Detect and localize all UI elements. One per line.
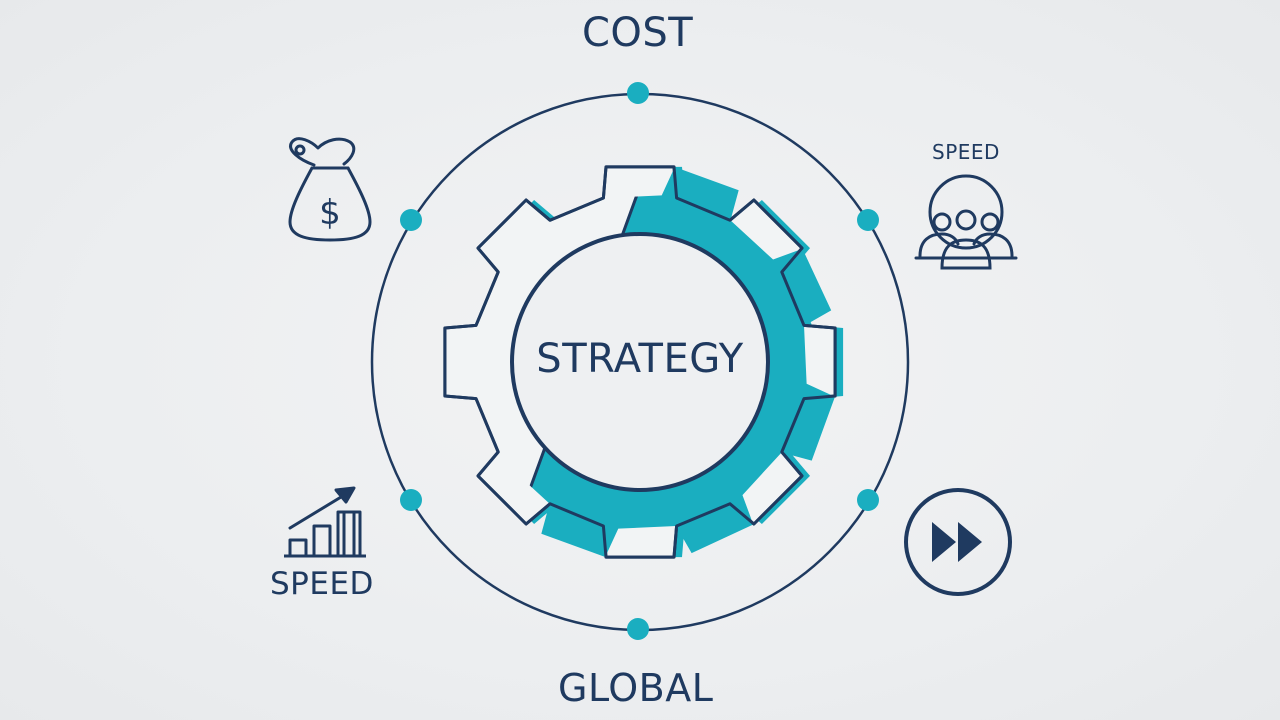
fast-forward-icon [904, 488, 1012, 596]
label-cost: COST [582, 10, 694, 56]
ring-node-top [627, 82, 649, 104]
label-global: GLOBAL [558, 666, 714, 710]
ring-node-bottom [627, 618, 649, 640]
growth-chart-icon [284, 486, 366, 558]
gear-hub [510, 232, 770, 492]
ring-node-upper-right [857, 209, 879, 231]
ring-node-lower-left [400, 489, 422, 511]
label-speed-right: SPEED [932, 140, 1000, 164]
gear-outline-top [443, 165, 837, 559]
ring-node-upper-left [400, 209, 422, 231]
label-speed-left: SPEED [270, 566, 374, 602]
svg-text:$: $ [319, 193, 341, 233]
team-icon [914, 174, 1018, 270]
center-label-strategy: STRATEGY [536, 336, 744, 382]
ring-node-lower-right [857, 489, 879, 511]
money-bag-icon: $ [288, 137, 372, 242]
